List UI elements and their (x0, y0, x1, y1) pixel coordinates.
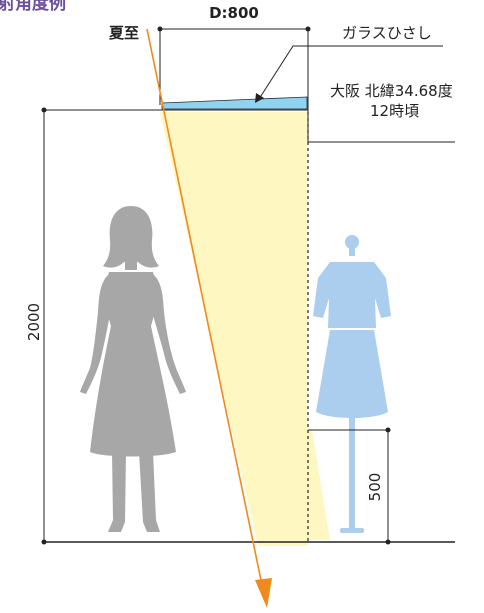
mannequin-icon (313, 235, 391, 533)
sunlit-area (160, 112, 308, 546)
woman-silhouette-icon (80, 206, 186, 532)
sun-ray (146, 28, 264, 591)
sunlit-area-outer (308, 430, 330, 540)
time-label: 12時頃 (370, 102, 419, 120)
height-total-label: 2000 (25, 303, 43, 341)
canopy-leader-arrowhead (255, 93, 264, 103)
glass-canopy (161, 96, 308, 110)
arrow-down-icon (255, 578, 272, 608)
dim-depth-right-dot (305, 26, 311, 32)
canopy-leader (258, 45, 443, 100)
dim-hem-top-dot (385, 427, 391, 433)
canopy-label: ガラスひさし (342, 24, 432, 42)
location-label: 大阪 北緯34.68度 (330, 82, 453, 100)
diagram-title: 射角度例 (0, 0, 66, 14)
dim-hem-bottom-dot (385, 539, 391, 545)
height-hem-label: 500 (366, 473, 384, 502)
dim-height-top-dot (41, 107, 47, 113)
depth-label: D:800 (209, 4, 259, 22)
dim-depth-left-dot (157, 26, 163, 32)
season-label: 夏至 (108, 24, 139, 42)
